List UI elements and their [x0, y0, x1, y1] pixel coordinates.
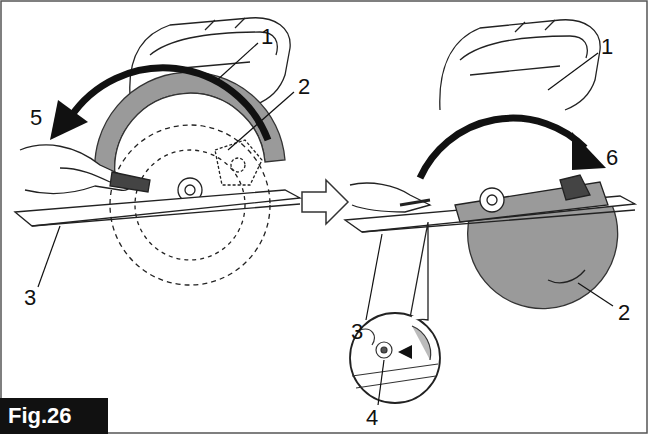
saw-right [345, 20, 635, 309]
callout-number: 2 [618, 302, 630, 324]
callout-number: 5 [30, 107, 42, 129]
arrow-head [572, 132, 606, 170]
callout-number: 3 [24, 287, 36, 309]
detail-magnifier [350, 222, 440, 403]
callout-number: 3 [351, 321, 363, 343]
rotation-arrow [70, 68, 268, 140]
callout-number: 2 [298, 76, 310, 98]
callout-number: 1 [601, 36, 613, 58]
figure-caption: Fig.26 [0, 398, 108, 434]
leader-lines [38, 43, 294, 287]
saw-left [15, 18, 300, 285]
rotation-arrow [420, 118, 585, 178]
sequence-arrow [302, 180, 348, 224]
callout-number: 6 [606, 147, 618, 169]
leader-lines [366, 53, 613, 405]
callout-number: 4 [366, 407, 378, 429]
arrow-head [50, 100, 88, 140]
callout-number: 1 [261, 26, 273, 48]
